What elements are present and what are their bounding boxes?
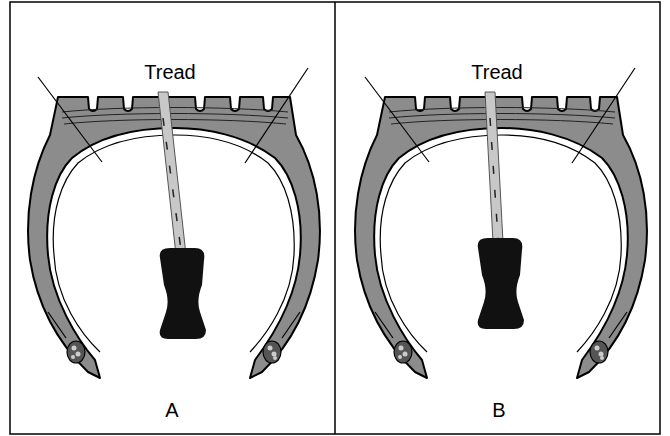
part-label: Tread xyxy=(144,61,196,83)
part-label: Tread xyxy=(471,61,523,83)
tire-a xyxy=(28,68,320,378)
tire-b xyxy=(355,68,647,378)
awl-a xyxy=(158,92,206,339)
frame xyxy=(10,2,660,434)
panel-letter: A xyxy=(165,399,178,421)
awl-b xyxy=(478,92,524,329)
divider xyxy=(334,2,336,434)
panel-letter: B xyxy=(492,399,505,421)
